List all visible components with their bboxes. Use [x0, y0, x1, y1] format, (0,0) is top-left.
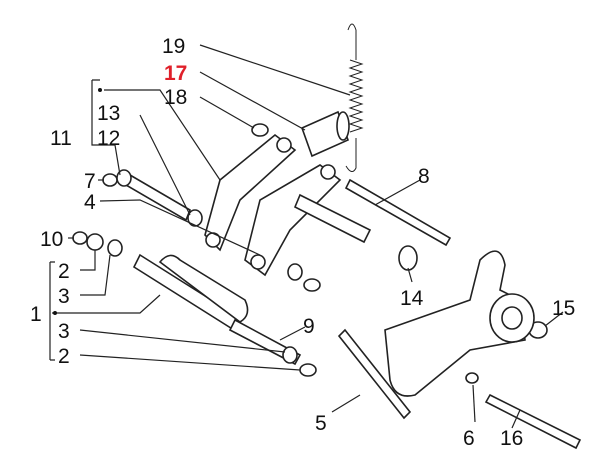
callout-2-lower: 2 [58, 345, 70, 368]
bracket-and-pulley [158, 250, 535, 397]
callout-18: 18 [164, 86, 187, 109]
spacer-part-17 [300, 110, 350, 158]
callout-13: 13 [97, 102, 120, 125]
link-plates [204, 133, 342, 277]
callout-16: 16 [500, 427, 523, 450]
callout-10: 10 [40, 228, 63, 251]
callout-3-upper: 3 [58, 285, 70, 308]
leader-lines [49, 44, 564, 429]
callout-14: 14 [400, 287, 424, 310]
washers [72, 169, 548, 384]
callout-11: 11 [50, 127, 72, 150]
callout-4: 4 [84, 191, 96, 214]
callout-8: 8 [418, 165, 430, 188]
callout-12: 12 [97, 127, 120, 150]
callout-2-upper: 2 [58, 260, 70, 283]
callout-6: 6 [463, 427, 475, 450]
group-dot-11 [98, 88, 102, 92]
callout-19: 19 [162, 35, 185, 58]
callout-1: 1 [30, 303, 42, 326]
spring-part-19 [345, 23, 364, 172]
group-dot-1 [53, 311, 57, 315]
pins [125, 173, 582, 450]
nut-part-18 [251, 123, 269, 137]
callout-15: 15 [552, 297, 575, 320]
callout-5: 5 [315, 412, 327, 435]
callout-9: 9 [303, 315, 315, 338]
callout-3-lower: 3 [58, 320, 70, 343]
callout-7: 7 [84, 170, 96, 193]
callout-17-highlighted: 17 [164, 62, 187, 85]
